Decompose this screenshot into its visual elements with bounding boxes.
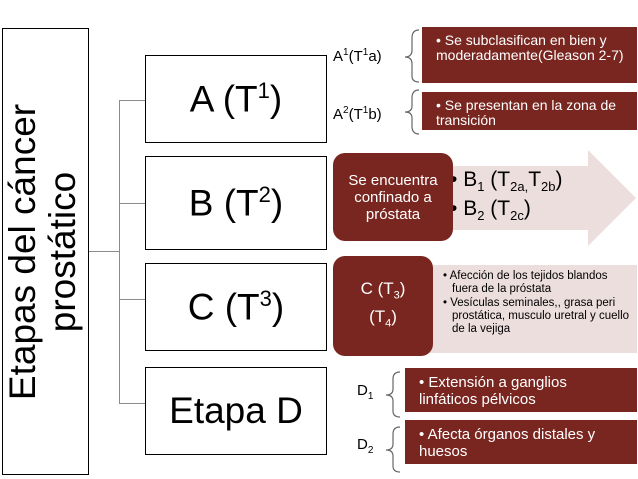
stage-c-list: • Afección de los tejidos blandos fuera … [443,270,635,337]
stage-d-note-1: • Extensión a ganglios linfáticos pélvic… [405,368,637,412]
stage-a-sub1-label: A1(T1a) [333,47,382,65]
stage-d-note-2: • Afecta órganos distales y huesos [405,420,637,464]
stage-b-label: B (T2) [188,181,284,224]
title-box [2,28,89,475]
stage-a-sub2-label: A2(T1b) [333,105,382,123]
stage-a-box: A (T1) [145,55,327,143]
tree-link-d [119,403,145,404]
tree-link-a [119,100,145,101]
stage-c-item-2: • Vesículas seminales,, grasa peri prost… [443,297,630,335]
stage-d-box: Etapa D [145,367,327,455]
tree-trunk [119,100,120,403]
tree-link-b [119,203,145,204]
stage-c-detail-box [430,265,637,353]
stage-d-sub1-label: D1 [357,382,374,402]
stage-a-note-2: • Se presentan en la zona de transición [422,92,637,130]
stage-b-arrow-shape [420,150,636,246]
stage-b-item-1: • B1 (T2a,T2b) [450,168,563,195]
stage-b-box: B (T2) [145,156,327,250]
stage-b-confined-box: Se encuentra confinado a próstata [333,153,453,241]
stage-d-sub2-label: D2 [357,436,374,456]
stage-d-brace-icon [385,371,401,473]
tree-root-link [89,251,119,252]
stage-c-item-1: • Afección de los tejidos blandos fuera … [443,270,608,295]
stage-c-label-box: C (T3) (T4) [333,256,433,356]
tree-link-c [119,299,145,300]
stage-c-box: C (T3) [145,263,327,351]
title-line-2: prostático [42,171,83,333]
stage-c-label: C (T3) [187,285,285,328]
title-line-1: Etapas del cáncer [2,103,43,401]
stage-a-label: A (T1) [189,77,283,120]
diagram-title: Etapas del cáncer prostático [0,27,87,477]
stage-d-label: Etapa D [169,390,303,431]
stage-a-brace-icon [404,29,420,135]
stage-b-item-2: • B2 (T2c) [450,197,531,224]
stage-a-note-1: • Se subclasifican en bien y moderadamen… [422,27,637,83]
